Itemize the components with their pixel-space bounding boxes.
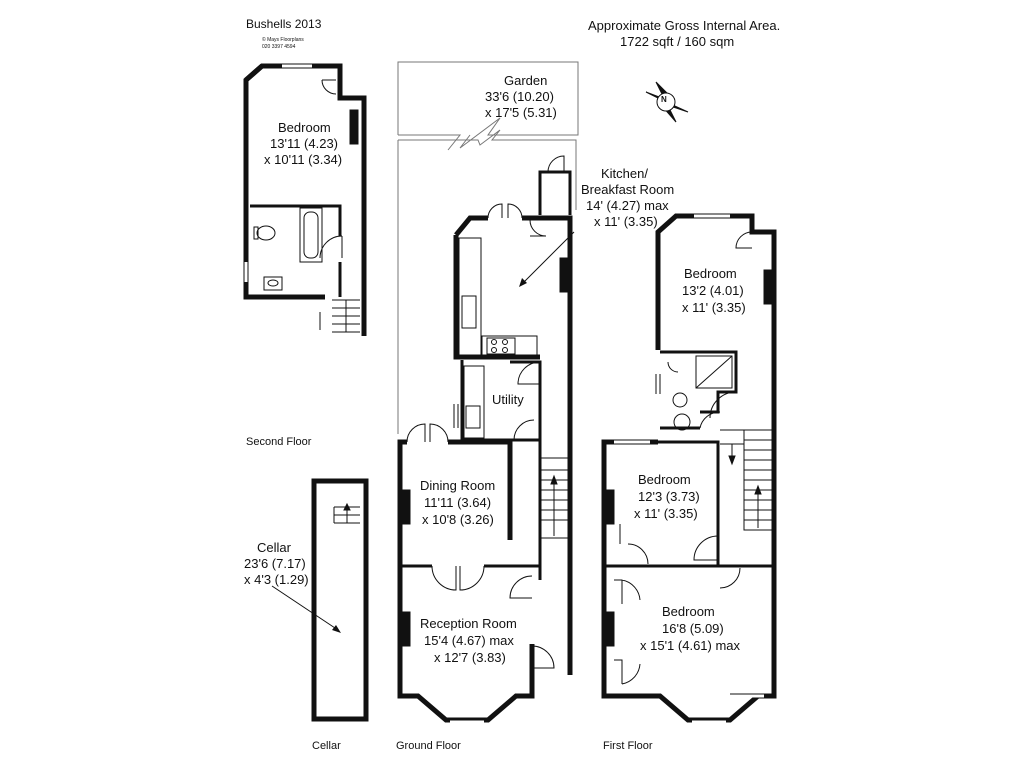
cellar-caption: Cellar: [312, 740, 341, 752]
bathroom-partition: [250, 204, 342, 236]
compass-letter: N: [661, 95, 667, 104]
cellar-plan: [271, 478, 369, 722]
first-floor-plan: [601, 213, 777, 724]
kitchen-french-doors: [487, 203, 523, 219]
dining-name: Dining Room: [420, 478, 496, 493]
copyright-line-1: © Mays Floorplans: [262, 37, 304, 43]
first-bedroom-front-name: Bedroom: [662, 604, 715, 619]
basin: [263, 276, 283, 291]
first-floor-stairs: [720, 429, 773, 531]
ground-floor-caption: Ground Floor: [396, 740, 461, 752]
dining-french-doors: [406, 423, 449, 443]
first-bedroom-rear-name: Bedroom: [684, 266, 737, 281]
first-bedroom-rear-dim-1: 13'2 (4.01): [682, 283, 744, 298]
reception-dim-2: x 12'7 (3.83): [434, 650, 506, 665]
area-title: Approximate Gross Internal Area.: [588, 18, 781, 33]
kitchen-sink: [461, 295, 477, 329]
first-bedroom-front-dim-1: 16'8 (5.09): [662, 621, 724, 636]
shower-room-walls: [660, 350, 738, 414]
ground-floor-stairs: [539, 457, 569, 539]
first-bedroom-mid-dim-1: 12'3 (3.73): [638, 489, 700, 504]
first-bedroom-rear-dim-2: x 11' (3.35): [682, 300, 746, 315]
kitchen-name-2: Breakfast Room: [581, 182, 675, 197]
area-value: 1722 sqft / 160 sqm: [620, 34, 735, 49]
reception-bay-window: [419, 699, 515, 724]
cellar-dim-1: 23'6 (7.17): [244, 556, 306, 571]
garden-dim-2: x 17'5 (5.31): [485, 105, 557, 120]
shower-tray: [695, 355, 733, 389]
second-floor-plan: [243, 63, 367, 336]
first-floor-caption: First Floor: [603, 740, 653, 752]
kitchen-dim-2: x 11' (3.35): [594, 214, 658, 229]
first-bedroom-mid-name: Bedroom: [638, 472, 691, 487]
dining-walls: [397, 439, 535, 723]
copyright-line-2: 020 3397 4594: [262, 44, 296, 50]
kitchen-hob: [486, 337, 516, 355]
front-bedroom-bay-window: [661, 693, 764, 724]
second-bedroom-dim-1: 13'11 (4.23): [270, 136, 339, 151]
second-floor-stairs: [319, 299, 360, 333]
cellar-dim-2: x 4'3 (1.29): [244, 572, 309, 587]
kitchen-pointer-arrow: [521, 231, 575, 285]
dining-dim-1: 11'11 (3.64): [424, 495, 492, 510]
utility-name: Utility: [492, 392, 524, 407]
garden-name: Garden: [504, 73, 548, 88]
dining-dim-2: x 10'8 (3.26): [422, 512, 494, 527]
chimney-breast: [349, 109, 359, 145]
ground-floor-walls: [454, 215, 488, 237]
kitchen-worktop: [458, 237, 482, 357]
first-bedroom-front-dim-2: x 15'1 (4.61) max: [640, 638, 741, 653]
ground-floor-plan: [397, 155, 575, 724]
compass-rose: [645, 81, 689, 123]
first-bedroom-mid-dim-2: x 11' (3.35): [634, 506, 698, 521]
second-bedroom-dim-2: x 10'11 (3.34): [264, 152, 343, 167]
kitchen-name-1: Kitchen/: [601, 166, 648, 181]
reception-name: Reception Room: [420, 616, 517, 631]
garden-dim-1: 33'6 (10.20): [485, 89, 554, 104]
garden-outline: [397, 61, 579, 434]
brand-label: Bushells 2013: [246, 17, 322, 31]
reception-dim-1: 15'4 (4.67) max: [424, 633, 514, 648]
bathtub: [299, 207, 323, 263]
kitchen-dim-1: 14' (4.27) max: [586, 198, 669, 213]
second-floor-caption: Second Floor: [246, 436, 312, 448]
middle-bedroom-walls: [606, 440, 720, 568]
outhouse-walls: [538, 170, 572, 215]
toilet: [256, 225, 276, 241]
first-floor-walls: [601, 213, 777, 723]
second-bedroom-name: Bedroom: [278, 120, 331, 135]
door-swing: [321, 79, 337, 95]
cellar-pointer-arrow: [271, 585, 339, 631]
cellar-name: Cellar: [257, 540, 291, 555]
cellar-walls: [311, 478, 369, 722]
second-floor-walls-left: [243, 64, 325, 300]
